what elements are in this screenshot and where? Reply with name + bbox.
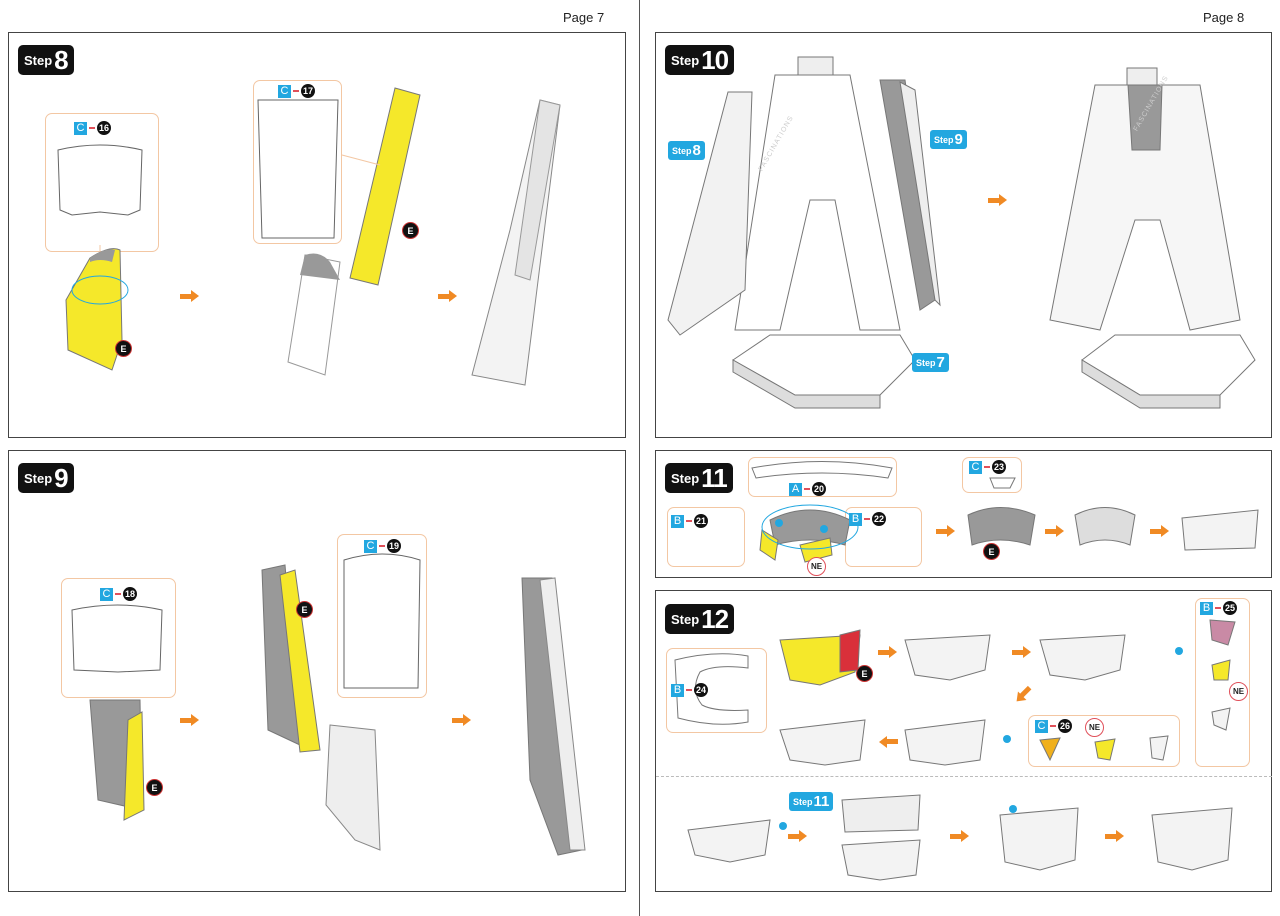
ref-word: Step xyxy=(934,134,954,145)
part-number: 20 xyxy=(812,482,826,496)
part-number: 23 xyxy=(992,460,1006,474)
part-label-23: C 23 xyxy=(969,460,1006,474)
step-number: 11 xyxy=(701,462,727,493)
page-divider xyxy=(639,0,640,916)
part-number: 18 xyxy=(123,587,137,601)
part-number: 25 xyxy=(1223,601,1237,615)
step-9-illustrations xyxy=(71,553,586,856)
e-marker: E xyxy=(146,779,163,796)
part-letter: C xyxy=(364,539,377,553)
section-separator xyxy=(656,776,1272,777)
part-number: 21 xyxy=(694,514,708,528)
part-label-24: B 24 xyxy=(671,683,708,697)
page-number-right: Page 8 xyxy=(1203,10,1245,25)
part-label-17: C 17 xyxy=(278,84,315,98)
e-marker: E xyxy=(856,665,873,682)
part-number: 24 xyxy=(694,683,708,697)
part-callout-19 xyxy=(337,534,427,698)
e-marker: E xyxy=(115,340,132,357)
step-10-illustrations xyxy=(667,56,1256,409)
part-label-21: B 21 xyxy=(671,514,708,528)
part-letter: B xyxy=(849,512,862,526)
step-number: 12 xyxy=(701,603,729,634)
part-number: 26 xyxy=(1058,719,1072,733)
part-letter: A xyxy=(789,482,802,496)
ref-number: 11 xyxy=(813,793,830,810)
part-label-18: C 18 xyxy=(100,587,137,601)
part-label-16: C 16 xyxy=(74,121,111,135)
part-callout-17 xyxy=(253,80,342,244)
ne-marker: NE xyxy=(807,557,826,576)
e-marker: E xyxy=(983,543,1000,560)
step-word: Step xyxy=(24,52,53,68)
part-number: 16 xyxy=(97,121,111,135)
part-letter: B xyxy=(1200,601,1213,615)
part-number: 17 xyxy=(301,84,315,98)
part-number: 19 xyxy=(387,539,401,553)
ref-number: 8 xyxy=(692,142,701,159)
part-letter: B xyxy=(671,683,684,697)
ref-word: Step xyxy=(916,357,936,368)
part-letter: C xyxy=(100,587,113,601)
e-marker: E xyxy=(402,222,419,239)
part-letter: B xyxy=(671,514,684,528)
ref-number: 9 xyxy=(954,131,963,148)
step-word: Step xyxy=(24,470,53,486)
step-number: 10 xyxy=(701,44,729,75)
step-word: Step xyxy=(671,470,700,486)
step-word: Step xyxy=(671,52,700,68)
step-number: 8 xyxy=(54,44,69,75)
ref-word: Step xyxy=(793,796,813,807)
part-label-26: C 26 xyxy=(1035,719,1072,733)
part-label-25: B 25 xyxy=(1200,601,1237,615)
step-number: 9 xyxy=(54,462,69,493)
ref-word: Step xyxy=(672,145,692,156)
step-11-illustrations xyxy=(751,461,1259,563)
part-number: 22 xyxy=(872,512,886,526)
step-word: Step xyxy=(671,611,700,627)
part-letter: C xyxy=(969,460,982,474)
part-label-20: A 20 xyxy=(789,482,826,496)
ref-number: 7 xyxy=(936,354,945,371)
ne-marker: NE xyxy=(1085,718,1104,737)
e-marker: E xyxy=(296,601,313,618)
part-label-19: C 19 xyxy=(364,539,401,553)
ne-marker: NE xyxy=(1229,682,1248,701)
step-8-illustrations xyxy=(57,87,561,386)
part-letter: C xyxy=(74,121,87,135)
part-letter: C xyxy=(278,84,291,98)
part-letter: C xyxy=(1035,719,1048,733)
part-label-22: B 22 xyxy=(849,512,886,526)
page-number-left: Page 7 xyxy=(563,10,605,25)
